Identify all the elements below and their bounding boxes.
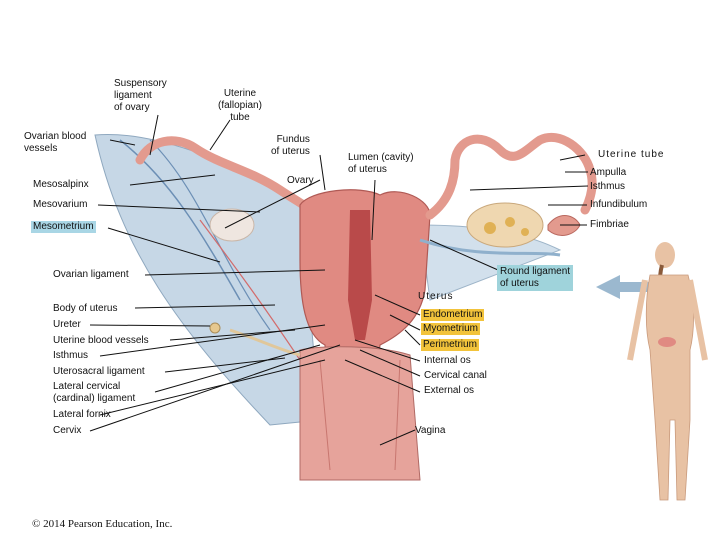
suspensory-ligament-label: Suspensory ligament of ovary bbox=[114, 78, 167, 113]
mesovarium-label: Mesovarium bbox=[33, 199, 88, 210]
female-body-inset bbox=[627, 242, 708, 501]
ovarian-blood-vessels-label: Ovarian blood vessels bbox=[24, 131, 87, 154]
infundibulum-label: Infundibulum bbox=[590, 199, 648, 210]
cervix-label: Cervix bbox=[53, 425, 82, 436]
lateral-fornix-label: Lateral fornix bbox=[53, 409, 111, 420]
mesometrium-label: Mesometrium bbox=[31, 221, 96, 233]
fundus-label: Fundus of uterus bbox=[271, 134, 310, 157]
ureter-label: Ureter bbox=[53, 319, 81, 330]
vagina bbox=[299, 346, 421, 481]
round-ligament-label: Round ligament of uterus bbox=[497, 265, 574, 291]
endometrium-label: Endometrium bbox=[421, 309, 485, 321]
uterosacral-ligament-label: Uterosacral ligament bbox=[53, 366, 145, 377]
vagina-label: Vagina bbox=[415, 425, 446, 436]
ampulla-label: Ampulla bbox=[590, 167, 627, 178]
body-of-uterus-label: Body of uterus bbox=[53, 303, 118, 314]
isthmus-tube-label: Isthmus bbox=[590, 181, 626, 192]
uterine-lumen bbox=[348, 210, 372, 340]
copyright-notice: © 2014 Pearson Education, Inc. bbox=[32, 518, 173, 530]
internal-os-label: Internal os bbox=[424, 355, 471, 366]
uterine-blood-vessels-label: Uterine blood vessels bbox=[53, 335, 149, 346]
ovary-label: Ovary bbox=[287, 175, 314, 186]
lumen-label: Lumen (cavity) of uterus bbox=[348, 152, 414, 175]
external-os-label: External os bbox=[424, 385, 475, 396]
lateral-cervical-ligament-label: Lateral cervical (cardinal) ligament bbox=[53, 381, 136, 404]
myometrium-label: Myometrium bbox=[421, 323, 481, 335]
isthmus-uterus-label: Isthmus bbox=[53, 350, 89, 361]
uterus-label: Uterus bbox=[418, 291, 454, 302]
right-uterine-tube bbox=[425, 132, 597, 220]
left-uterine-tube bbox=[135, 136, 315, 215]
cervical-canal-label: Cervical canal bbox=[424, 370, 487, 381]
ovarian-ligament-label: Ovarian ligament bbox=[53, 269, 129, 280]
inset-arrow bbox=[596, 275, 650, 299]
uterine-tube-right-label: Uterine tube bbox=[598, 149, 665, 160]
mesosalpinx-label: Mesosalpinx bbox=[33, 179, 89, 190]
uterine-tube-top-label: Uterine (fallopian) tube bbox=[218, 88, 262, 123]
perimetrium-label: Perimetrium bbox=[421, 339, 479, 351]
right-ovary bbox=[466, 202, 544, 248]
fimbriae-label: Fimbriae bbox=[590, 219, 629, 230]
